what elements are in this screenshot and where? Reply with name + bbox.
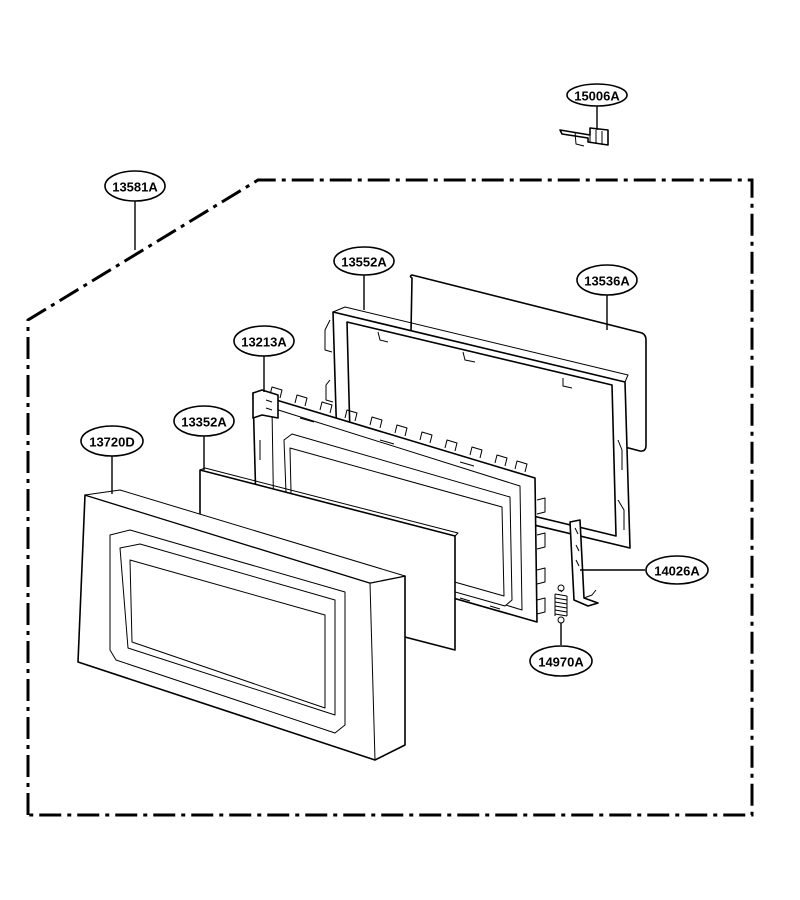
part-14026A-lever [569,519,599,607]
callout-text-13720D: 13720D [89,435,135,450]
callout-text-14970A: 14970A [538,655,584,670]
part-13720D-door-front [77,489,406,761]
callout-13213A: 13213A [233,325,295,357]
callout-text-15006A: 15006A [574,89,620,104]
callout-13352A: 13352A [173,405,235,437]
callout-14970A: 14970A [529,645,593,677]
callout-text-14026A: 14026A [654,564,700,579]
callout-13720D: 13720D [80,425,144,457]
callout-text-13581A: 13581A [112,180,158,195]
callout-13536A: 13536A [576,264,638,296]
callout-14026A: 14026A [645,555,709,585]
callout-text-13536A: 13536A [584,274,630,289]
part-15006A-latch [559,127,609,147]
callout-13581A: 13581A [104,170,166,202]
callout-13552A: 13552A [333,246,395,276]
callout-text-13352A: 13352A [181,415,227,430]
callout-text-13552A: 13552A [341,255,387,270]
callout-15006A: 15006A [566,83,628,107]
callout-text-13213A: 13213A [241,335,287,350]
part-14970A-spring [554,584,568,624]
